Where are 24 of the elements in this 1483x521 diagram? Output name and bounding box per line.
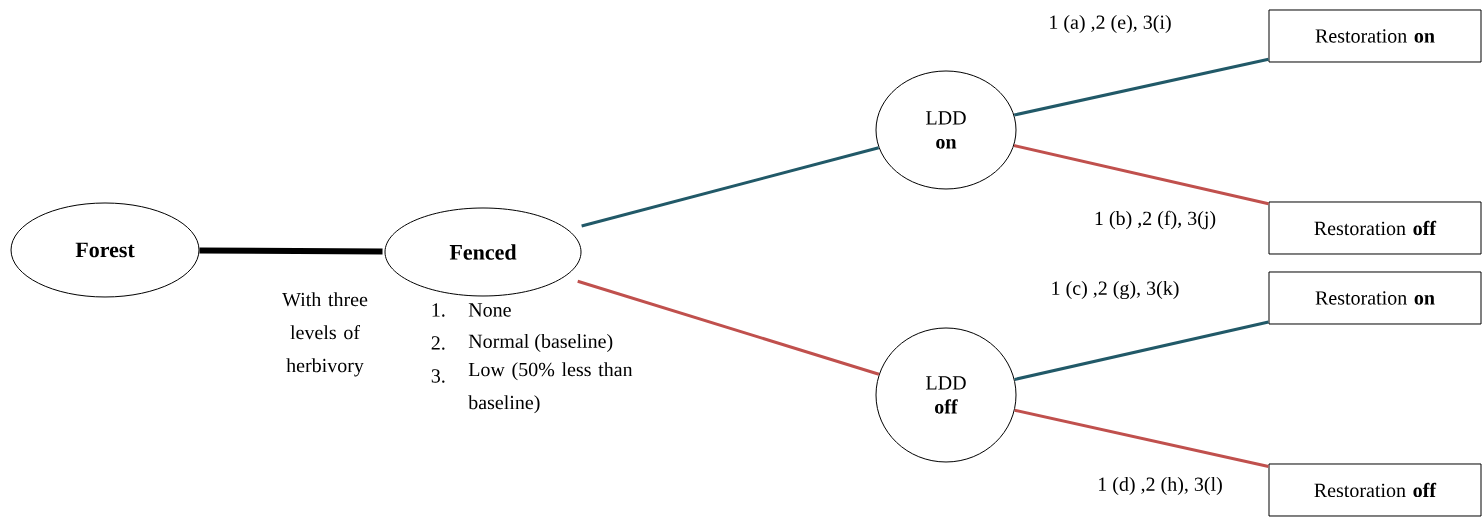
process-box: Restoration off [1268, 463, 1482, 517]
note-text: With three levels of herbivory [282, 292, 368, 377]
ellipse-node: LDD on [875, 70, 1017, 190]
ellipse-node: Fenced [384, 207, 582, 297]
ellipse-node: Forest [10, 202, 200, 298]
process-box: Restoration off [1268, 201, 1482, 255]
edge-label: 1 (a) ,2 (e), 3(i) [1050, 14, 1171, 34]
connector-line [1014, 320, 1269, 381]
list-item: Low (50% less than baseline) [468, 362, 633, 414]
process-box: Restoration on [1268, 271, 1482, 325]
connector-line [1013, 144, 1269, 206]
list-item: Normal (baseline) [468, 333, 613, 353]
connector-line [1014, 408, 1269, 468]
edge-label: 1 (b) ,2 (f), 3(j) [1095, 210, 1216, 230]
edge-label: 1 (c) ,2 (g), 3(k) [1052, 280, 1179, 300]
list-number: 3. [431, 369, 445, 383]
connector-line [581, 146, 880, 228]
connector-line [199, 247, 383, 255]
list-number: 2. [431, 336, 445, 350]
ellipse-node: LDD off [875, 327, 1017, 463]
edge-label: 1 (d) ,2 (h), 3(l) [1099, 476, 1222, 496]
connector-line [577, 279, 880, 376]
connector-line [1013, 57, 1269, 117]
process-box: Restoration on [1268, 9, 1482, 63]
